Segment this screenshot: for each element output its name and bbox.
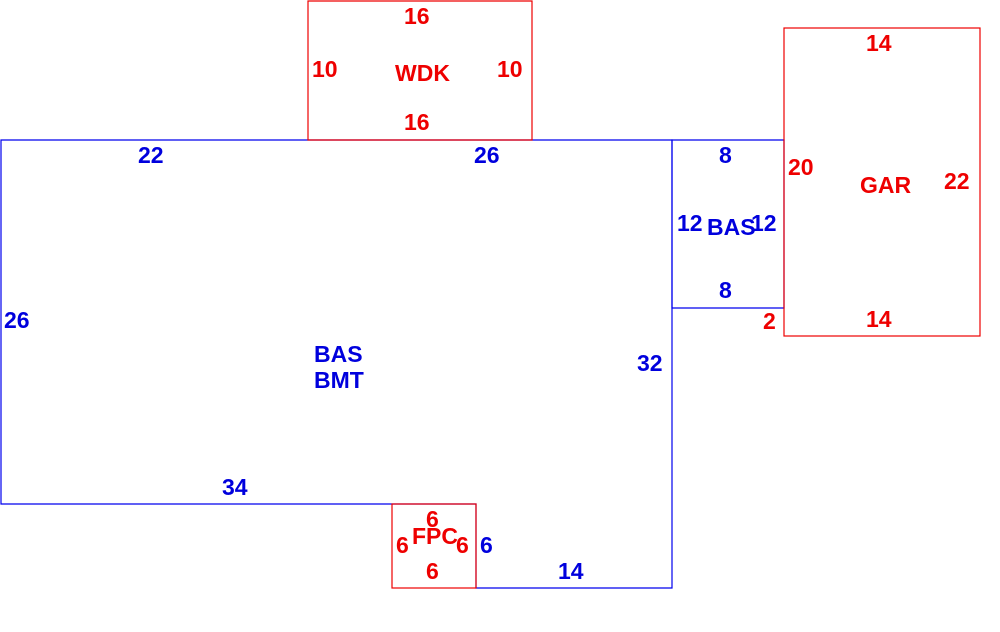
gar-dim-top: 14 [866, 30, 892, 56]
main-dim-top-right: 26 [474, 142, 500, 168]
main-dim-notch: 6 [480, 532, 493, 558]
gar-dim-right: 22 [944, 168, 970, 194]
gar-label: GAR [860, 172, 912, 198]
small-bas-dim-bottom: 8 [719, 277, 732, 303]
main-dim-bottom-right: 14 [558, 558, 584, 584]
wdk-dim-left: 10 [312, 56, 338, 82]
fpc-dim-top: 6 [426, 506, 439, 532]
main-dim-bottom-left: 34 [222, 474, 248, 500]
fpc-label: FPC [412, 523, 458, 549]
gar-dim-bottom: 14 [866, 306, 892, 332]
wdk-dim-bottom: 16 [404, 109, 430, 135]
main-dim-right: 32 [637, 350, 663, 376]
wdk-dim-right: 10 [497, 56, 523, 82]
wdk-outline [307, 0, 533, 141]
small-bas-label: BAS [707, 214, 756, 240]
fpc-dim-bottom: 6 [426, 558, 439, 584]
fpc-dim-right: 6 [456, 532, 469, 558]
main-area-label-bas: BAS [314, 341, 363, 367]
wdk-label: WDK [395, 60, 450, 86]
fpc-outline [391, 503, 477, 589]
fpc-dim-left: 6 [396, 532, 409, 558]
main-area-label-bmt: BMT [314, 367, 364, 393]
gar-outline [783, 27, 981, 337]
small-bas-dim-top: 8 [719, 142, 732, 168]
small-bas-dim-left: 12 [677, 210, 703, 236]
gar-dim-left: 20 [788, 154, 814, 180]
gar-dim-offset: 2 [763, 308, 776, 334]
main-dim-top-left: 22 [138, 142, 164, 168]
wdk-dim-top: 16 [404, 3, 430, 29]
small-bas-dim-right: 12 [751, 210, 777, 236]
main-dim-left: 26 [4, 307, 30, 333]
